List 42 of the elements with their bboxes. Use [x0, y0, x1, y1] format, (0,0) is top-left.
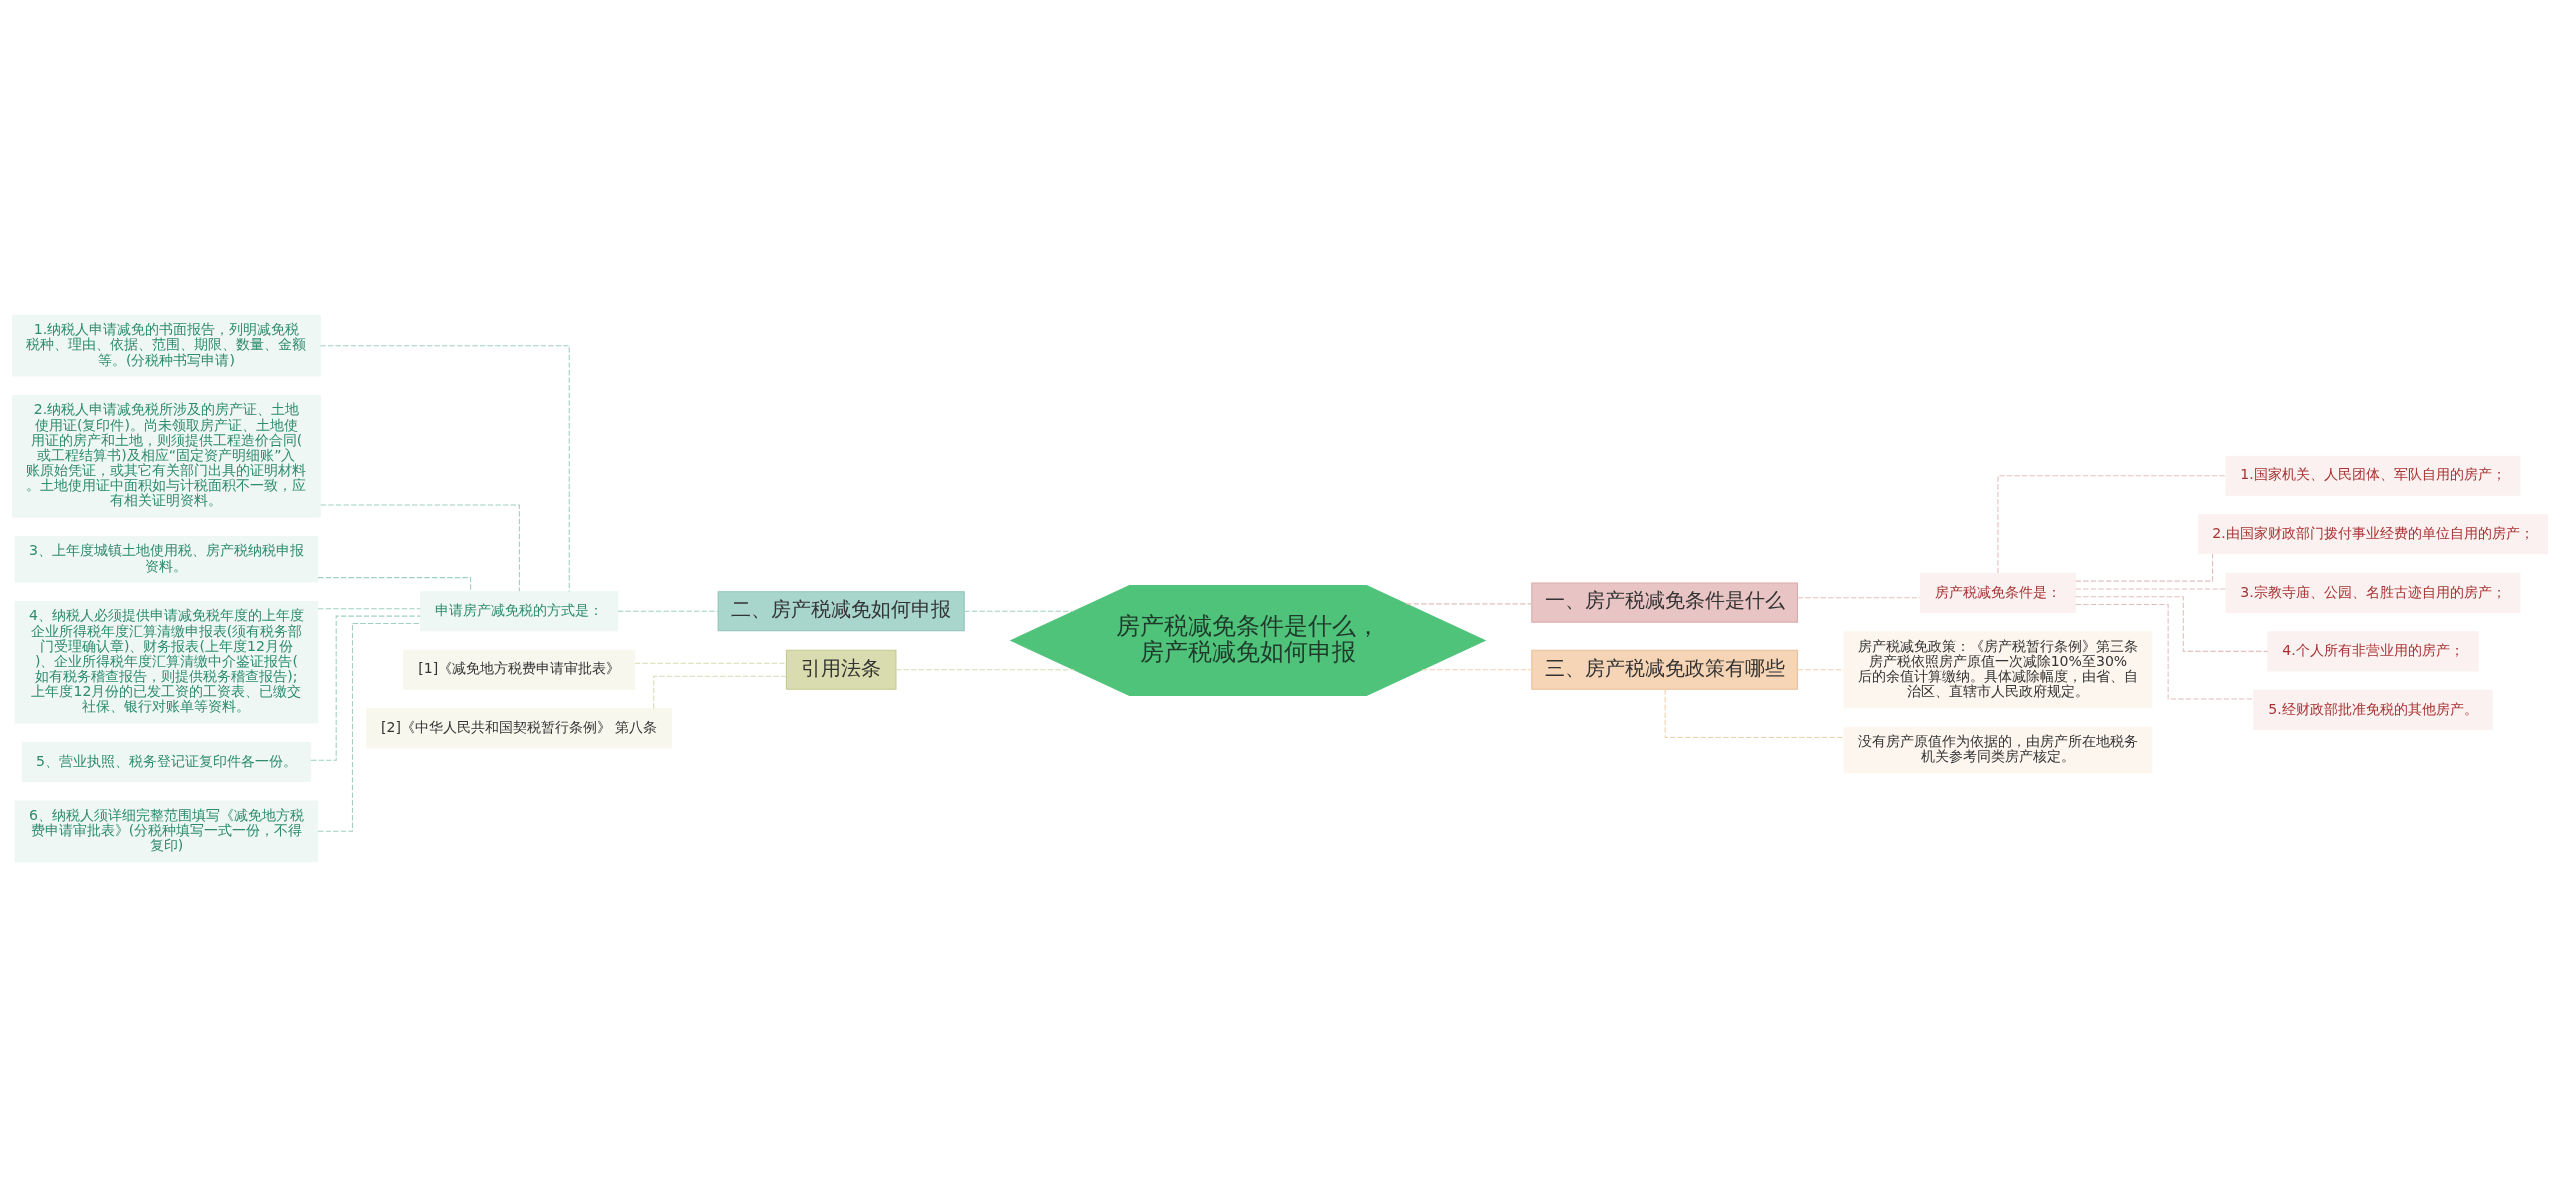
connector [320, 504, 520, 592]
connector [895, 669, 1075, 671]
connector [653, 675, 787, 710]
node-box: [2]《中华人民共和国契税暂行条例》 第八条 [366, 708, 673, 749]
node-box: 房产税减免条件是： [1919, 572, 2076, 613]
node-box: 4、纳税人必须提供申请减免税年度的上年度企业所得税年度汇算清缴申报表(须有税务部门受理确认章)、财务报表(上年度12月份)、企业所得税年度汇算清缴中介鉴证报告(如有税务稽查报告，则提供税务稽查报告);上年度12月份的已发工资的工资表、已缴交社保、银行对账单等资料。 [14, 600, 319, 724]
connector [1405, 603, 1533, 605]
node-box: 4.个人所有非营业用的房产； [2267, 631, 2479, 672]
connector [963, 610, 1075, 612]
connector [1797, 669, 1845, 671]
connector [634, 662, 787, 664]
node-box: 没有房产原值作为依据的，由房产所在地税务机关参考同类房产核定。 [1843, 726, 2153, 774]
node-box: 二、房产税减免如何申报 [717, 591, 965, 632]
node-box: 3、上年度城镇土地使用税、房产税纳税申报资料。 [14, 535, 319, 583]
connector [317, 622, 421, 832]
node-box: 申请房产减免税的方式是： [420, 591, 619, 632]
connector [2075, 604, 2255, 700]
node-box: 房产税减免政策：《房产税暂行条例》第三条房产税依照房产原值一次减除10%至30%后的余值计算缴纳。具体减除幅度，由省、自治区、直辖市人民政府规定。 [1843, 631, 2153, 709]
node-box: 1.纳税人申请减免的书面报告，列明减免税税种、理由、依据、范围、期限、数量、金额等。(分税种书写申请) [11, 314, 321, 377]
connector [2074, 596, 2269, 652]
connector [1997, 475, 2227, 574]
connector [317, 608, 421, 610]
connector [310, 615, 421, 761]
node-box: 5.经财政部批准免税的其他房产。 [2253, 689, 2493, 730]
node-box: 引用法条 [785, 649, 897, 690]
node-box: 6、纳税人须详细完整范围填写《减免地方税费申请审批表》(分税种填写一式一份，不得复印) [14, 800, 319, 863]
connector [2075, 588, 2227, 590]
node-box: [1]《减免地方税费申请审批表》 [403, 649, 636, 690]
node-box: 5、营业执照、税务登记证复印件各一份。 [21, 741, 312, 782]
node-box: 三、房产税减免政策有哪些 [1531, 649, 1798, 690]
node-box: 1.国家机关、人民团体、军队自用的房产； [2225, 455, 2521, 496]
connector [1797, 597, 1921, 599]
node-box: 2.由国家财政部门拨付事业经费的单位自用的房产； [2197, 514, 2549, 555]
connector [1664, 688, 1845, 739]
connector [2075, 553, 2214, 582]
node-box: 一、房产税减免条件是什么 [1531, 582, 1798, 623]
node-box: 2.纳税人申请减免税所涉及的房产证、土地使用证(复印件)。尚未领取房产证、土地使用证的房产和土地，则须提供工程造价合同(或工程结算书)及相应“固定资产明细账”入账原始凭证，或其它有关部门出具的证明材料。土地使用证中面积如与计税面积不一致，应有相关证明资料。 [11, 395, 321, 518]
connector [617, 610, 719, 612]
connector [317, 577, 472, 593]
connector [319, 345, 570, 593]
connector [1421, 669, 1533, 671]
node-box: 3.宗教寺庙、公园、名胜古迹自用的房产； [2225, 572, 2521, 613]
